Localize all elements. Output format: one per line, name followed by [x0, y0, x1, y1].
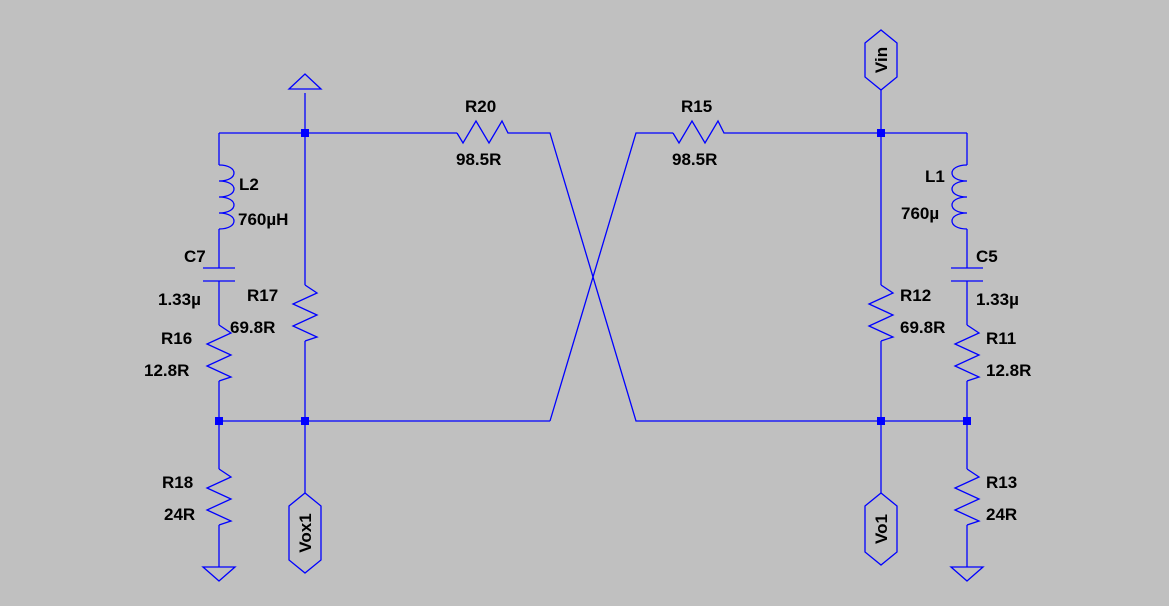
resistor-r16[interactable]: R16 12.8R [144, 324, 233, 382]
resistor-r15[interactable]: R15 98.5R [672, 97, 729, 169]
r13-value: 24R [986, 505, 1017, 524]
r11-value: 12.8R [986, 361, 1031, 380]
inductor-l2-coil-icon [218, 164, 235, 230]
capacitor-c7[interactable]: C7 1.33µ [158, 247, 235, 309]
resistor-r17-zigzag-icon [291, 284, 319, 342]
l2-value: 760µH [238, 210, 288, 229]
c5-name: C5 [976, 247, 998, 266]
l2-name: L2 [239, 175, 259, 194]
resistor-r13[interactable]: R13 24R [953, 468, 1017, 526]
r16-value: 12.8R [144, 361, 189, 380]
resistor-r13-zigzag-icon [953, 468, 981, 526]
r16-name: R16 [161, 329, 192, 348]
wires [218, 90, 968, 567]
r12-name: R12 [900, 286, 931, 305]
wire-r20-right-to-cross [513, 132, 881, 422]
inductor-l2[interactable]: L2 760µH [218, 164, 288, 230]
port-vin-flag-icon [864, 29, 898, 91]
resistor-r20[interactable]: R20 98.5R [456, 97, 513, 169]
l1-name: L1 [925, 167, 945, 186]
junction-dot [301, 129, 309, 137]
junction-dot [215, 417, 223, 425]
r15-value: 98.5R [672, 150, 717, 169]
junctions [215, 129, 971, 425]
port-vo1[interactable]: Vo1 [864, 492, 898, 566]
vdd-triangle-icon [287, 73, 323, 90]
r11-name: R11 [986, 329, 1016, 348]
c7-value: 1.33µ [158, 290, 201, 309]
c5-value: 1.33µ [976, 290, 1019, 309]
ground-right-icon [949, 566, 985, 582]
resistor-r15-zigzag-icon [672, 119, 729, 145]
resistor-r18-zigzag-icon [205, 468, 233, 526]
r18-name: R18 [162, 473, 193, 492]
c7-name: C7 [184, 247, 206, 266]
inductor-l1-coil-icon [951, 164, 968, 230]
r20-name: R20 [465, 97, 496, 116]
junction-dot [877, 129, 885, 137]
resistor-r11-zigzag-icon [953, 324, 981, 382]
inductor-l1[interactable]: L1 760µ [901, 164, 968, 230]
l1-value: 760µ [901, 204, 939, 223]
port-vin[interactable]: Vin [864, 29, 898, 91]
r15-name: R15 [681, 97, 712, 116]
r13-name: R13 [986, 473, 1017, 492]
r20-value: 98.5R [456, 150, 501, 169]
resistor-r17[interactable]: R17 69.8R [230, 284, 319, 342]
port-vox1-flag-icon [288, 492, 322, 574]
junction-dot [877, 417, 885, 425]
port-vo1-label: Vo1 [872, 514, 891, 544]
r17-value: 69.8R [230, 318, 275, 337]
resistor-r16-zigzag-icon [205, 324, 233, 382]
r17-name: R17 [247, 286, 278, 305]
resistor-r18[interactable]: R18 24R [162, 468, 233, 526]
resistor-r20-zigzag-icon [456, 119, 513, 145]
port-vin-label: Vin [872, 47, 891, 73]
r12-value: 69.8R [900, 318, 945, 337]
port-vox1[interactable]: Vox1 [288, 492, 322, 574]
wire-cross-to-r15 [219, 132, 673, 422]
port-vo1-flag-icon [864, 492, 898, 566]
port-vox1-label: Vox1 [296, 513, 315, 552]
r18-value: 24R [164, 505, 195, 524]
capacitor-c5[interactable]: C5 1.33µ [951, 247, 1019, 309]
ground-left-icon [201, 566, 237, 582]
resistor-r11[interactable]: R11 12.8R [953, 324, 1031, 382]
capacitor-c5-plates-icon [951, 267, 983, 282]
junction-dot [963, 417, 971, 425]
resistor-r12-zigzag-icon [867, 284, 895, 342]
junction-dot [301, 417, 309, 425]
capacitor-c7-plates-icon [203, 267, 235, 282]
resistor-r12[interactable]: R12 69.8R [867, 284, 945, 342]
